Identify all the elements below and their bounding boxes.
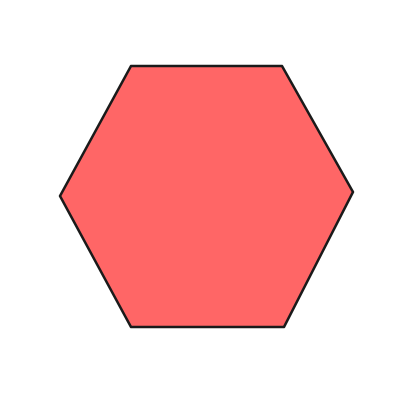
hexagon-shape xyxy=(58,64,355,329)
